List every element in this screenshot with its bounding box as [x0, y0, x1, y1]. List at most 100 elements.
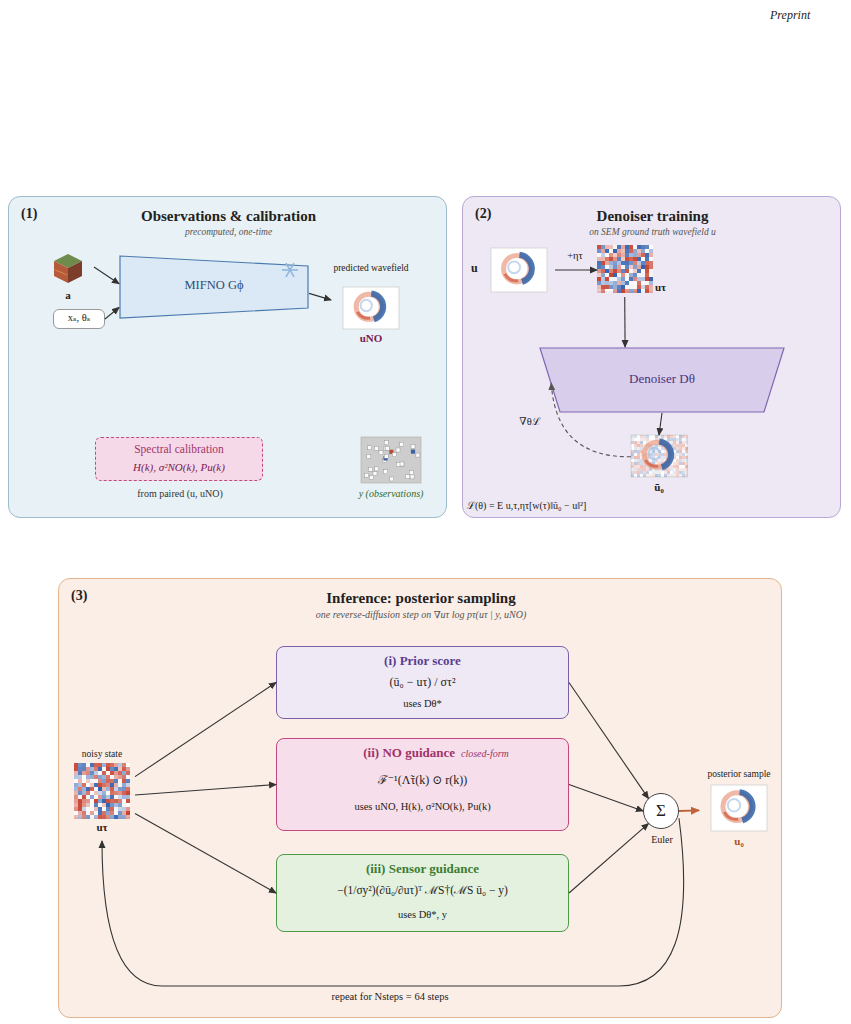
- source-box: xₛ, θₛ: [53, 309, 105, 329]
- noise-pixel: [601, 281, 605, 285]
- noise-pixel: [601, 285, 605, 289]
- noise-pixel: [640, 438, 643, 441]
- noise-pixel: [605, 281, 609, 285]
- noise-pixel: [652, 435, 655, 438]
- connector-arrow: [135, 813, 276, 893]
- noise-pixel: [126, 795, 130, 799]
- noise-pixel: [94, 783, 98, 787]
- wavefront-arc: [371, 294, 383, 320]
- noise-pixel: [633, 265, 637, 269]
- noise-pixel: [645, 261, 649, 265]
- noise-pixel: [625, 269, 629, 273]
- noise-pixel: [661, 459, 664, 462]
- noise-pixel: [90, 815, 94, 819]
- noise-pixel: [637, 450, 640, 453]
- noise-pixel: [631, 465, 634, 468]
- noise-pixel: [110, 807, 114, 811]
- frozen-icon: [281, 261, 299, 279]
- noise-pixel: [621, 261, 625, 265]
- node-text: Σ: [644, 801, 678, 821]
- noise-pixel: [667, 468, 670, 471]
- noise-pixel: [634, 468, 637, 471]
- noise-pixel: [122, 803, 126, 807]
- node-text: uses Dθ*: [277, 698, 568, 711]
- noise-pixel: [601, 269, 605, 273]
- noise-pixel: [78, 811, 82, 815]
- noise-pixel: [122, 799, 126, 803]
- noise-pixel: [118, 787, 122, 791]
- noise-pixel: [609, 285, 613, 289]
- connector-arrow: [135, 785, 276, 796]
- noise-pixel: [102, 763, 106, 767]
- noise-pixel: [78, 763, 82, 767]
- noise-pixel: [122, 807, 126, 811]
- noise-pixel: [637, 447, 640, 450]
- noise-pixel: [601, 253, 605, 257]
- noise-pixel: [641, 249, 645, 253]
- noise-pixel: [118, 795, 122, 799]
- noise-pixel: [94, 767, 98, 771]
- node-text: Observations & calibration: [9, 207, 448, 225]
- noise-pixel: [621, 289, 625, 293]
- noise-pixel: [682, 462, 685, 465]
- noise-pixel: [122, 775, 126, 779]
- noise-pixel: [118, 803, 122, 807]
- noise-pixel: [114, 795, 118, 799]
- noise-pixel: [609, 249, 613, 253]
- noise-pixel: [655, 474, 658, 477]
- operator-box: MIFNO Gϕ: [119, 255, 309, 319]
- sensor-marker: [411, 450, 415, 454]
- noise-pixel: [625, 277, 629, 281]
- noise-pixel: [676, 471, 679, 474]
- sensor-marker: [374, 446, 378, 450]
- noise-pixel: [682, 450, 685, 453]
- sensor-marker: [365, 473, 369, 477]
- noise-pixel: [114, 783, 118, 787]
- noise-pixel: [617, 277, 621, 281]
- noise-pixel: [631, 447, 634, 450]
- connector-arrow: [659, 413, 662, 435]
- noise-pixel: [98, 807, 102, 811]
- noise-pixel: [110, 763, 114, 767]
- noise-pixel: [679, 453, 682, 456]
- noise-pixel: [114, 775, 118, 779]
- node-text: uτ: [69, 821, 135, 834]
- noise-pixel: [102, 767, 106, 771]
- noise-pixel: [682, 471, 685, 474]
- noise-pixel: [637, 269, 641, 273]
- noise-pixel: [98, 779, 102, 783]
- snowflake-arm: [286, 263, 294, 277]
- noise-pixel: [601, 289, 605, 293]
- noise-pixel: [102, 795, 106, 799]
- noise-pixel: [645, 273, 649, 277]
- noise-pixel: [641, 277, 645, 281]
- noise-pixel: [94, 791, 98, 795]
- noise-pixel: [609, 265, 613, 269]
- noise-pixel: [637, 465, 640, 468]
- wavefield-node: u: [471, 247, 555, 293]
- noise-pixel: [74, 807, 78, 811]
- noise-pixel: [676, 456, 679, 459]
- noise-pixel: [631, 459, 634, 462]
- noise-pixel: [597, 245, 601, 249]
- noise-pixel: [649, 253, 653, 257]
- noise-pixel: [609, 277, 613, 281]
- noise-pixel: [114, 811, 118, 815]
- noise-pixel: [631, 471, 634, 474]
- noise-pixel: [98, 791, 102, 795]
- noise-pixel: [621, 249, 625, 253]
- noise-pixel: [617, 265, 621, 269]
- panel: (3)Inference: posterior samplingone reve…: [58, 578, 782, 1018]
- noise-pixel: [625, 245, 629, 249]
- noise-pixel: [78, 791, 82, 795]
- noise-pixel: [126, 811, 130, 815]
- noise-pixel: [637, 459, 640, 462]
- sensor-marker: [400, 442, 404, 446]
- noise-pixel: [613, 273, 617, 277]
- wavefront-arc: [659, 442, 671, 468]
- noise-pixel: [641, 253, 645, 257]
- cube-layer: [55, 270, 67, 275]
- noise-pixel: [98, 783, 102, 787]
- noise-pixel: [94, 811, 98, 815]
